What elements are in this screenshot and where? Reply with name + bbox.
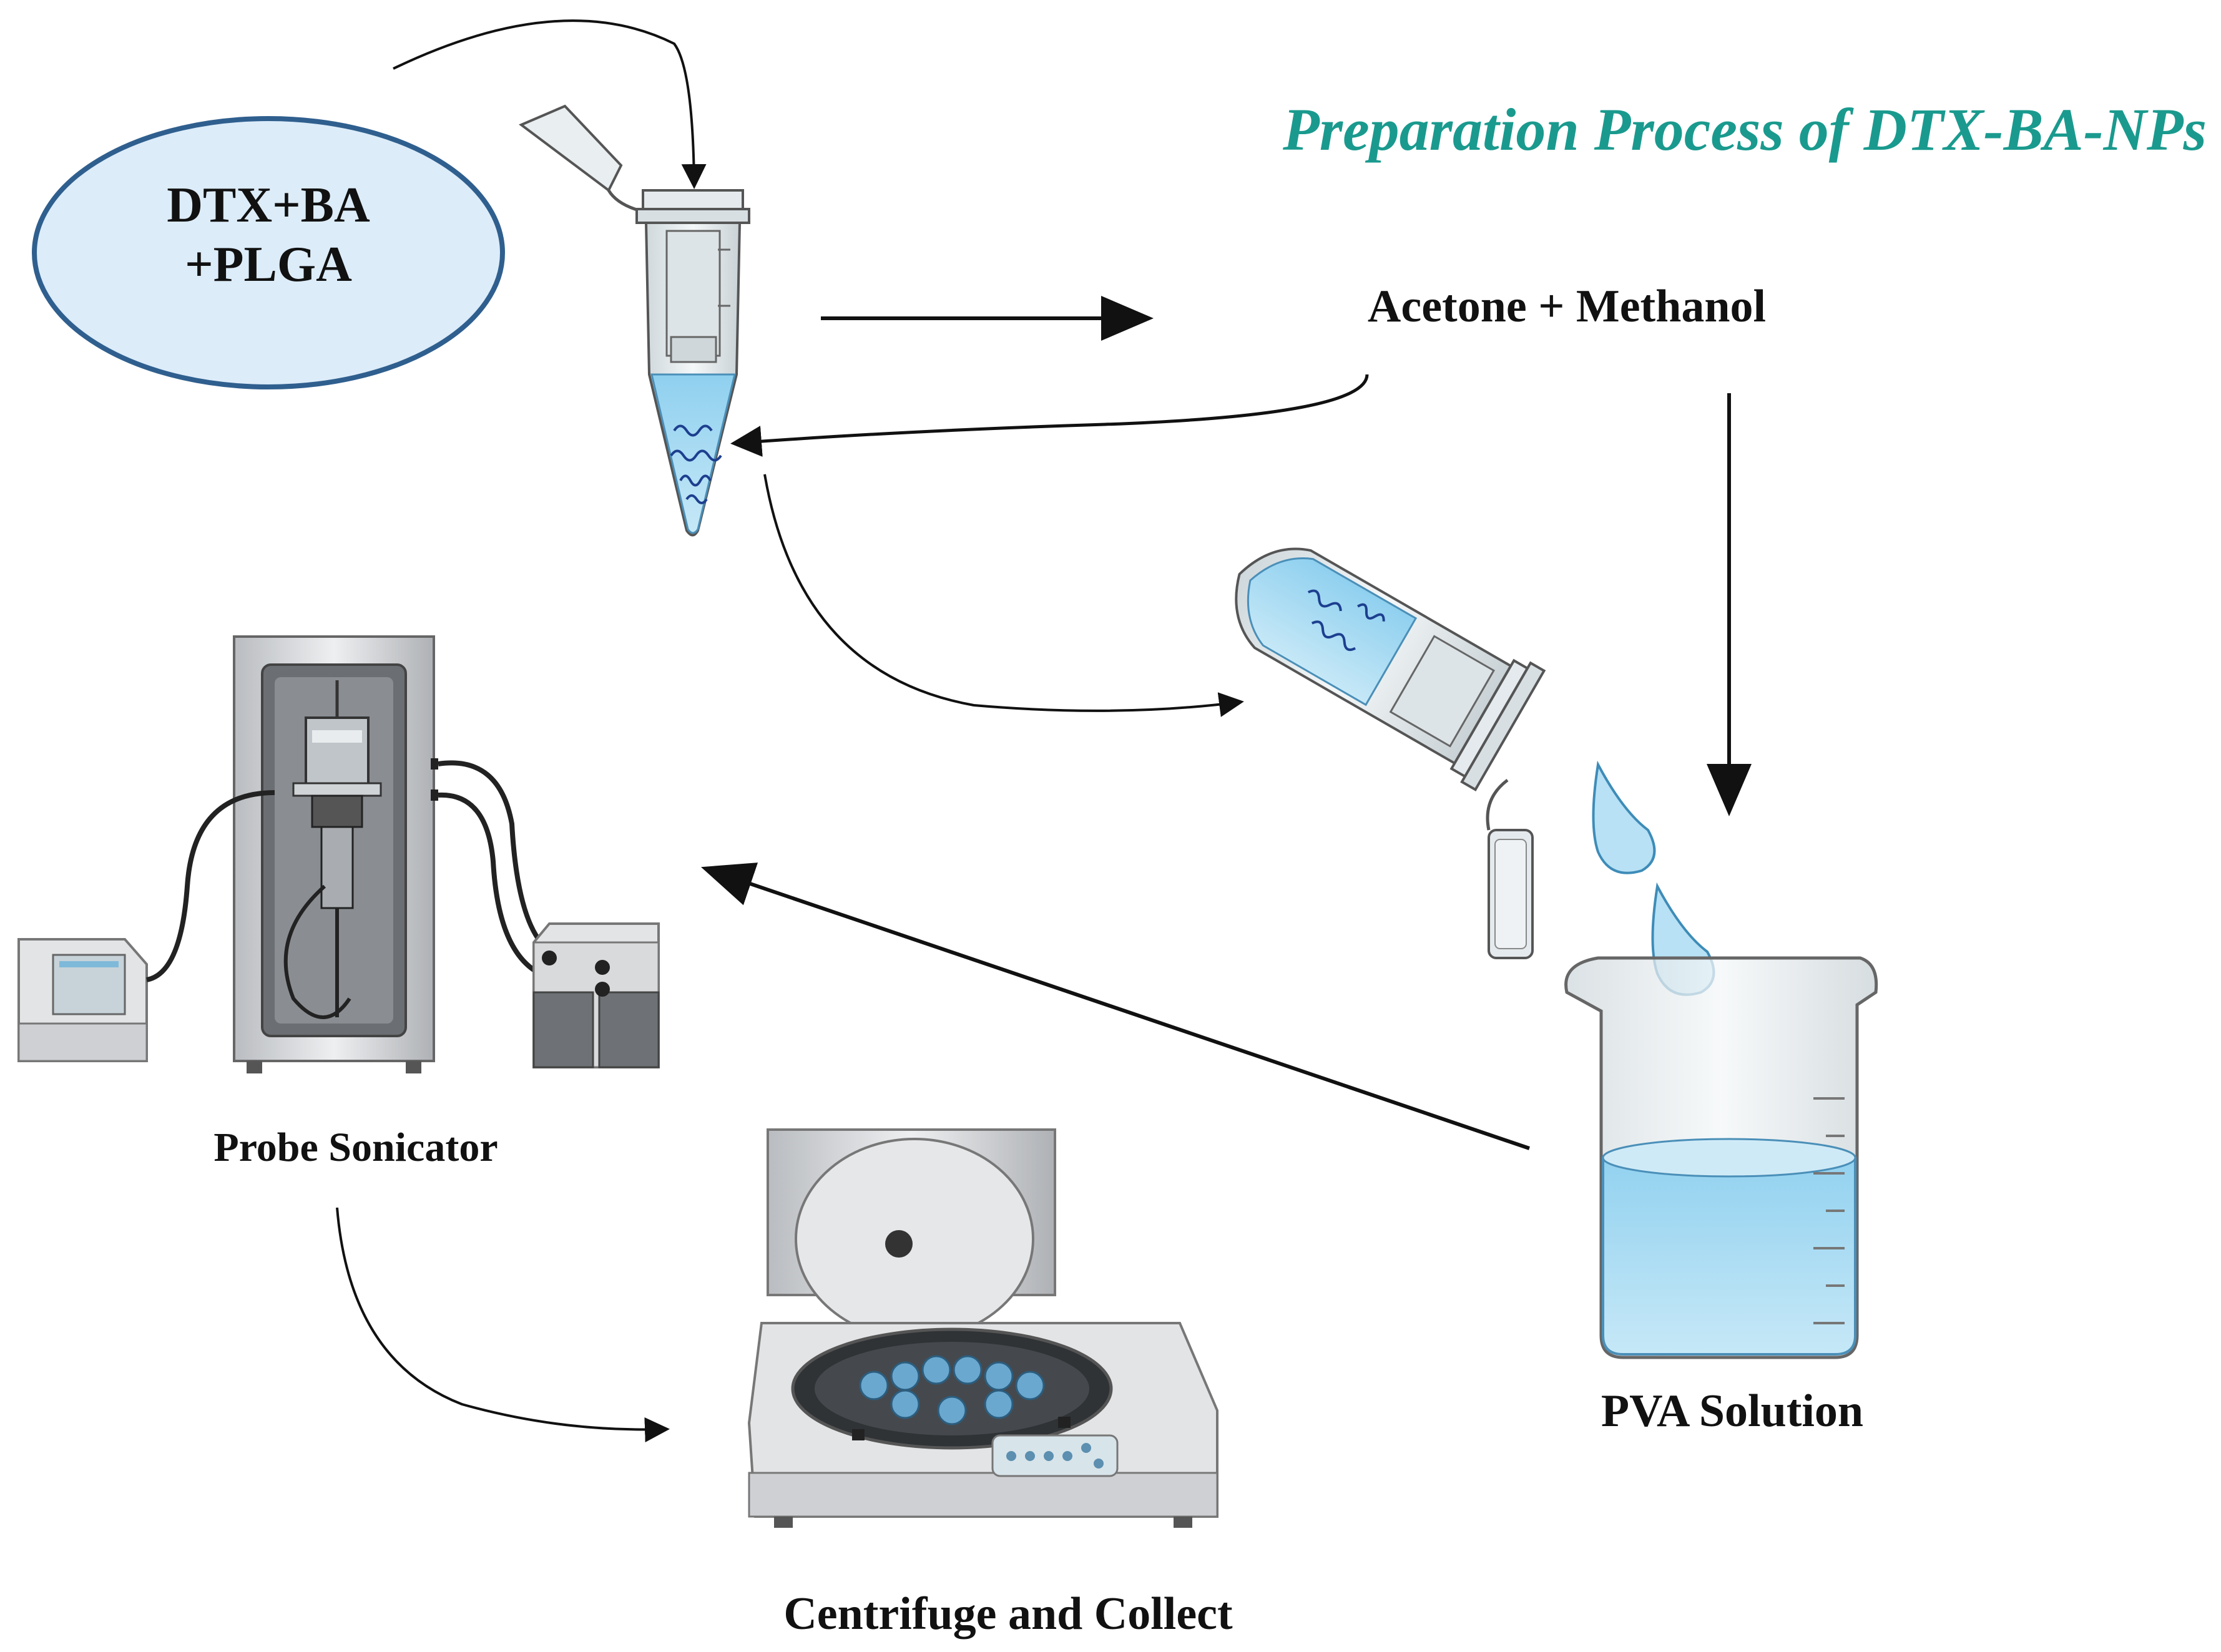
centrifuge [747, 1128, 1218, 1528]
pva-label: PVA Solution [1601, 1386, 1863, 1437]
ingredients-line2: +PLGA [185, 237, 352, 292]
sonicator-controller [17, 938, 148, 1062]
microtube-tilted [1235, 547, 1546, 791]
arrow-sonicator-to-centrifuge [336, 1207, 670, 1442]
ingredients-line1: DTX+BA [167, 178, 370, 233]
arrow-pva-to-sonicator [700, 863, 1530, 1150]
solvent-label: Acetone + Methanol [1368, 281, 1766, 332]
arrows [336, 19, 1752, 1442]
ingredients-ellipse: DTX+BA +PLGA [32, 116, 505, 389]
arrow-ingredients-to-tube [393, 19, 707, 189]
droplet-upper [1592, 760, 1656, 874]
centrifuge-label: Centrifuge and Collect [783, 1588, 1233, 1640]
beaker [1564, 956, 1878, 1359]
arrow-solvent-to-tube [730, 374, 1369, 457]
arrow-tube-to-tilted [763, 474, 1244, 717]
sonicator-label: Probe Sonicator [213, 1125, 498, 1170]
probe-sonicator [17, 635, 660, 1073]
sonicator-cabinet [233, 635, 438, 1073]
sonicator-generator [532, 922, 660, 1068]
diagram-title: Preparation Process of DTX-BA-NPs [1282, 96, 2207, 163]
microtube-upright [519, 104, 750, 537]
tilted-tube-cap [1486, 779, 1534, 959]
